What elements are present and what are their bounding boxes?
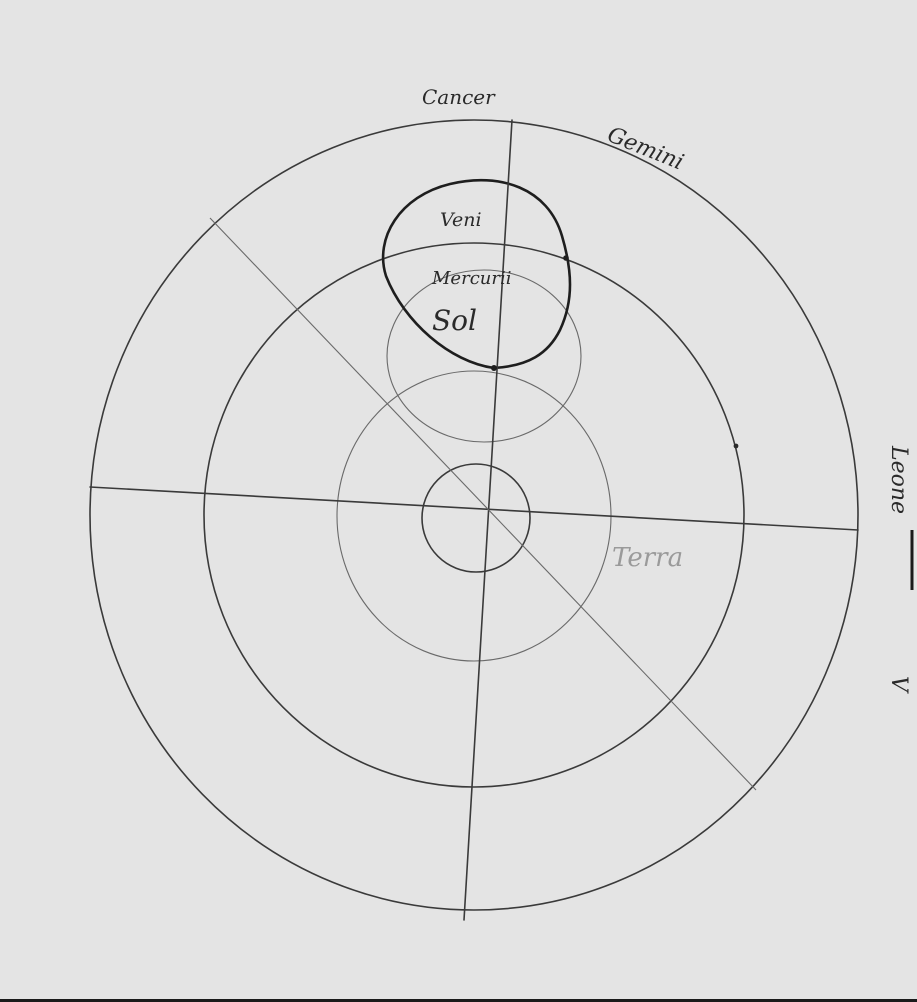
sun-epicycle-circle: [386, 269, 582, 443]
label-right-margin-lower: V: [886, 676, 911, 694]
orbit-right-dot: [733, 443, 739, 449]
orbit-junction-dot: [563, 255, 569, 261]
bottom-edge-strip: [0, 999, 917, 1002]
label-sol: Sol: [432, 304, 477, 337]
sun-center-dot: [491, 365, 497, 371]
venus-mercury-loop: [381, 178, 572, 370]
label-mercurii: Mercurii: [431, 268, 511, 289]
label-cancer: Cancer: [422, 85, 496, 109]
diagonal-axis-line: [209, 217, 757, 791]
second-orbit-circle: [203, 242, 745, 788]
outer-zodiac-circle: [89, 119, 859, 911]
label-venus: Veni: [440, 209, 482, 231]
horizontal-axis-line: [89, 486, 859, 531]
vertical-axis-line: [463, 119, 513, 921]
label-terra: Terra: [612, 543, 683, 573]
inner-earth-circle: [421, 463, 531, 573]
label-right-margin-upper: Leone: [886, 445, 911, 514]
